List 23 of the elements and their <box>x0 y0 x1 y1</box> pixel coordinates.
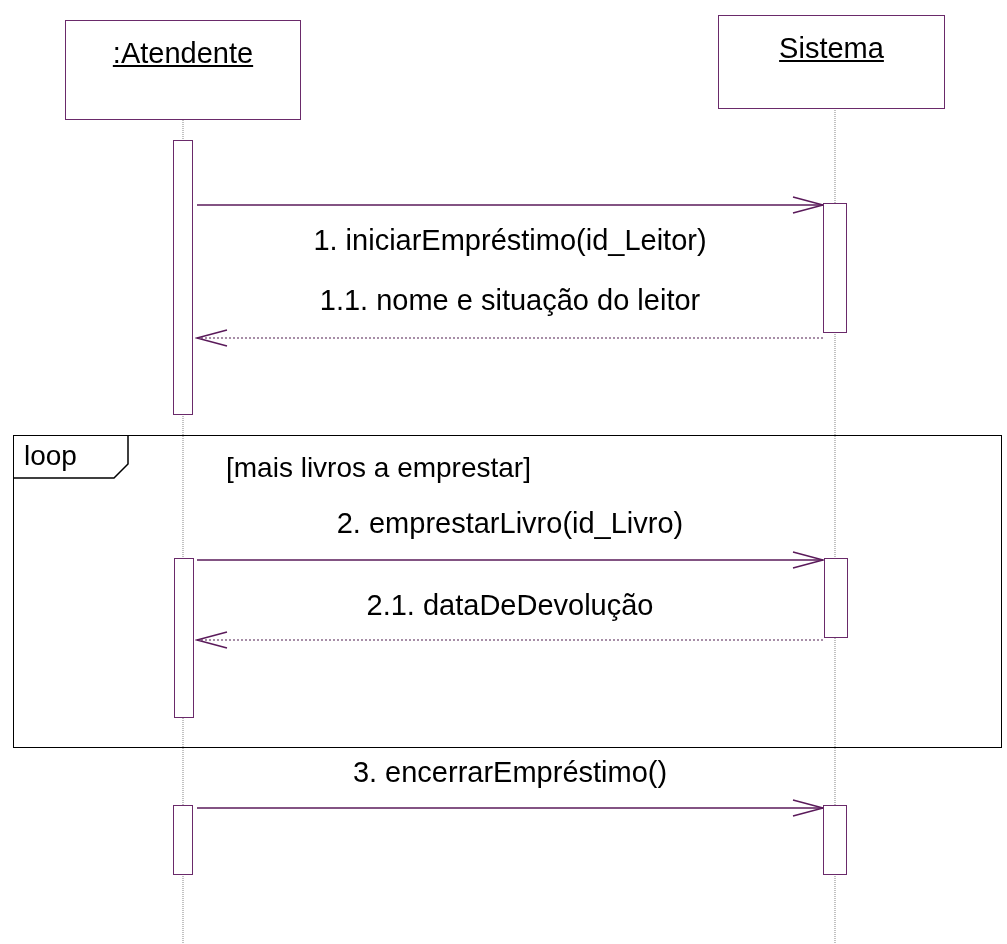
activation-bar <box>173 140 193 415</box>
message-label: 2. emprestarLivro(id_Livro) <box>336 508 684 540</box>
return-arrow <box>196 631 824 649</box>
message-arrow <box>196 196 824 214</box>
participant-name: :Atendente <box>112 37 254 70</box>
message-arrow <box>196 551 824 569</box>
activation-bar <box>823 805 847 875</box>
activation-bar <box>174 558 194 718</box>
activation-bar <box>173 805 193 875</box>
activation-bar <box>824 558 848 638</box>
guard-condition: [mais livros a emprestar] <box>226 452 531 484</box>
message-label: 1.1. nome e situação do leitor <box>319 285 701 317</box>
message-label: 1. iniciarEmpréstimo(id_Leitor) <box>313 225 707 257</box>
participant-name: Sistema <box>779 32 884 65</box>
frame-operator: loop <box>24 440 77 472</box>
loop-frame <box>13 435 1002 748</box>
message-arrow <box>196 799 824 817</box>
activation-bar <box>823 203 847 333</box>
participant-box <box>718 15 945 109</box>
return-arrow <box>196 329 824 347</box>
participant-box <box>65 20 301 120</box>
message-label: 3. encerrarEmpréstimo() <box>352 757 668 789</box>
message-label: 2.1. dataDeDevolução <box>366 590 654 622</box>
